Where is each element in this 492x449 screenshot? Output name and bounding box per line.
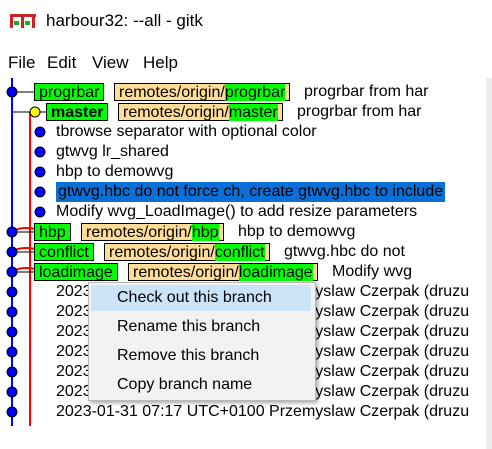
remote-branch-name: progrbar	[224, 84, 286, 101]
commit-node	[34, 126, 46, 138]
commit-row[interactable]: gtwvg lr_shared	[0, 142, 486, 162]
commit-node	[34, 186, 46, 198]
commit-message[interactable]: hbp to demowvg	[56, 163, 174, 180]
context-menu-item[interactable]: Check out this branch	[91, 285, 311, 311]
commit-row[interactable]: 2023-01-31 07:17 UTC+0100 Przemyslaw Cze…	[0, 402, 486, 422]
remote-branch-tag[interactable]: remotes/origin/progrbar	[114, 83, 291, 101]
remote-branch-tag[interactable]: remotes/origin/master	[118, 103, 283, 121]
local-branch-tag[interactable]: conflict	[34, 243, 94, 261]
menu-edit[interactable]: Edit	[47, 53, 77, 72]
menu-bar: File Edit View Help	[0, 50, 492, 76]
context-menu-item[interactable]: Copy branch name	[117, 376, 253, 393]
commit-message[interactable]: hbp to demowvg	[238, 223, 356, 240]
vertical-scrollbar[interactable]	[486, 78, 492, 449]
commit-node	[34, 166, 46, 178]
local-branch-tag[interactable]: loadimage	[34, 263, 118, 281]
commit-node	[6, 306, 18, 318]
commit-node	[34, 206, 46, 218]
remote-branch-tag[interactable]: remotes/origin/loadimage	[128, 263, 318, 281]
local-branch-tag[interactable]: hbp	[34, 223, 71, 241]
commit-row[interactable]: hbp to demowvg	[0, 162, 486, 182]
local-branch-tag[interactable]: progrbar	[34, 83, 105, 101]
commit-message[interactable]: Modify wvg_LoadImage() to add resize par…	[56, 203, 418, 220]
remote-branch-name: master	[228, 104, 278, 121]
commit-message-selected[interactable]: gtwvg.hbc do not force ch, create gtwvg.…	[56, 182, 446, 202]
remote-branch-tag[interactable]: remotes/origin/conflict	[104, 243, 270, 261]
commit-row[interactable]: Modify wvg_LoadImage() to add resize par…	[0, 202, 486, 222]
remote-prefix: remotes/origin/	[123, 104, 229, 121]
remote-branch-name: hbp	[191, 224, 219, 241]
commit-node	[6, 226, 18, 238]
context-menu-item[interactable]: Rename this branch	[117, 318, 261, 335]
commit-node	[6, 326, 18, 338]
remote-prefix: remotes/origin/	[133, 264, 239, 281]
remote-prefix: remotes/origin/	[119, 84, 225, 101]
commit-message[interactable]: tbrowse separator with optional color	[56, 123, 317, 140]
commit-node	[6, 346, 18, 358]
commit-node	[29, 106, 41, 118]
remote-prefix: remotes/origin/	[109, 244, 215, 261]
gitk-app-icon	[10, 14, 36, 28]
commit-row[interactable]: gtwvg.hbc do not force ch, create gtwvg.…	[0, 182, 486, 202]
remote-branch-name: loadimage	[238, 264, 313, 281]
commit-node	[6, 266, 18, 278]
commit-node	[6, 366, 18, 378]
commit-message[interactable]: 2023-01-31 07:17 UTC+0100 Przemyslaw Cze…	[56, 403, 470, 420]
commit-node	[6, 406, 18, 418]
menu-view[interactable]: View	[92, 53, 129, 72]
commit-node	[6, 286, 18, 298]
commit-node	[34, 146, 46, 158]
commit-message[interactable]: gtwvg lr_shared	[56, 143, 169, 160]
remote-prefix: remotes/origin/	[86, 224, 192, 241]
context-menu-item[interactable]: Remove this branch	[117, 347, 260, 364]
commit-row[interactable]: tbrowse separator with optional color	[0, 122, 486, 142]
commit-message[interactable]: progrbar from har	[304, 83, 429, 100]
commit-message[interactable]: gtwvg.hbc do not	[284, 243, 405, 260]
commit-node	[6, 86, 18, 98]
window-title: harbour32: --all - gitk	[46, 11, 203, 30]
menu-help[interactable]: Help	[143, 53, 178, 72]
menu-file[interactable]: File	[8, 53, 36, 72]
commit-node	[6, 386, 18, 398]
local-branch-tag[interactable]: master	[46, 103, 109, 121]
commit-node	[6, 246, 18, 258]
commit-message[interactable]: progrbar from har	[297, 103, 422, 120]
commit-message[interactable]: Modify wvg	[332, 263, 413, 280]
remote-branch-tag[interactable]: remotes/origin/hbp	[81, 223, 224, 241]
remote-branch-name: conflict	[214, 244, 265, 261]
title-bar: harbour32: --all - gitk	[0, 0, 492, 44]
